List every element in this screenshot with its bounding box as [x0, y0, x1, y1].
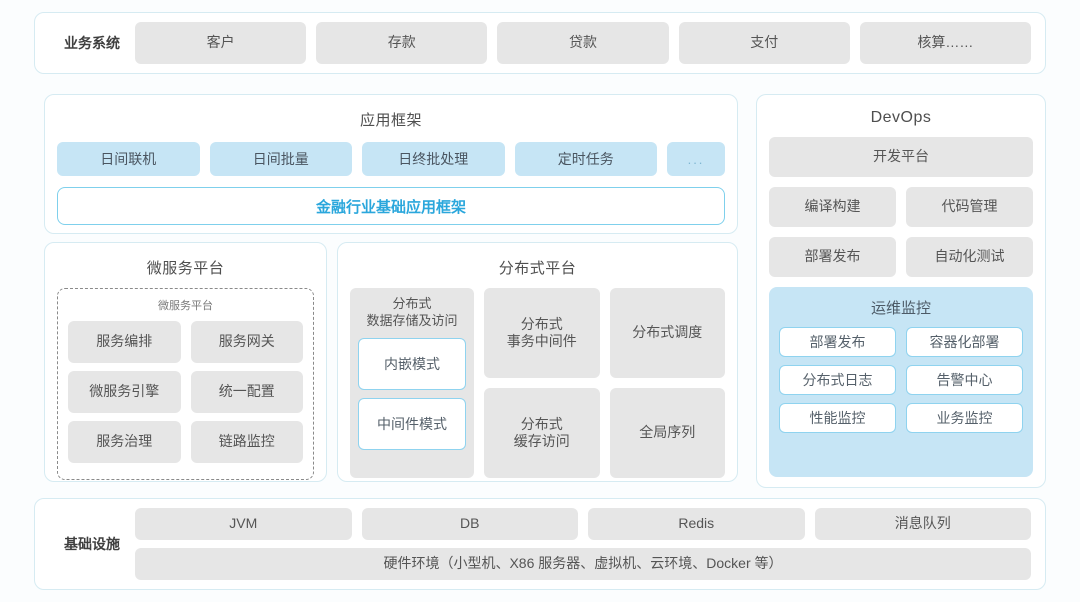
- dist-mode-embedded[interactable]: 内嵌模式: [358, 337, 466, 390]
- application-framework-panel: 应用框架 日间联机 日间批量 日终批处理 定时任务 ... 金融行业基础应用框架: [44, 94, 738, 234]
- ops-chip-distributed-logging[interactable]: 分布式日志: [779, 365, 896, 395]
- application-framework-title: 应用框架: [359, 112, 422, 129]
- dist-chip-cache-access-line2: 缓存访问: [513, 433, 570, 449]
- dist-chip-transaction-middleware-line1: 分布式: [520, 315, 563, 332]
- micro-chip-service-gateway[interactable]: 服务网关: [190, 321, 303, 363]
- appframe-chip-more[interactable]: ...: [667, 142, 725, 176]
- ops-monitoring-chip-grid: 部署发布 容器化部署 分布式日志 告警中心 性能监控 业务监控: [779, 327, 1023, 433]
- infra-chip-db[interactable]: DB: [361, 508, 578, 540]
- business-systems-chip-list: 客户 存款 贷款 支付 核算……: [135, 22, 1032, 64]
- infra-chip-message-queue[interactable]: 消息队列: [814, 508, 1031, 540]
- devops-chip-dev-platform[interactable]: 开发平台: [769, 137, 1033, 177]
- ops-chip-performance-monitoring[interactable]: 性能监控: [779, 403, 896, 433]
- dist-chip-cache-access-line1: 分布式: [520, 415, 563, 432]
- devops-title: DevOps: [870, 109, 932, 126]
- distributed-data-storage-title: 分布式 数据存储及访问: [358, 296, 466, 330]
- appframe-chip-daytime-online[interactable]: 日间联机: [57, 142, 200, 176]
- microservice-platform-title: 微服务平台: [146, 260, 225, 277]
- infrastructure-content: JVM DB Redis 消息队列 硬件环境（小型机、X86 服务器、虚拟机、云…: [135, 508, 1031, 580]
- ops-chip-alert-center[interactable]: 告警中心: [906, 365, 1023, 395]
- distributed-data-storage-card[interactable]: 分布式 数据存储及访问 内嵌模式 中间件模式: [350, 288, 474, 478]
- devops-panel: DevOps 开发平台 编译构建 代码管理 部署发布 自动化测试 运维监控 部署…: [756, 94, 1046, 488]
- distributed-platform-title: 分布式平台: [498, 260, 577, 277]
- distributed-platform-body: 分布式 数据存储及访问 内嵌模式 中间件模式 分布式 事务中间件 分布式调度: [350, 288, 725, 478]
- ops-monitoring-title: 运维监控: [870, 300, 931, 317]
- appframe-chip-eod-batch[interactable]: 日终批处理: [362, 142, 505, 176]
- finance-base-framework-bar[interactable]: 金融行业基础应用框架: [57, 187, 725, 225]
- ops-chip-deploy-release[interactable]: 部署发布: [779, 327, 896, 357]
- business-systems-label: 业务系统: [64, 35, 120, 51]
- dist-chip-global-sequence[interactable]: 全局序列: [609, 388, 725, 478]
- infra-chip-hardware-environment[interactable]: 硬件环境（小型机、X86 服务器、虚拟机、云环境、Docker 等）: [135, 548, 1031, 580]
- business-chip-accounting[interactable]: 核算……: [859, 22, 1032, 64]
- business-chip-loan[interactable]: 贷款: [497, 22, 669, 64]
- infrastructure-chip-list: JVM DB Redis 消息队列: [135, 508, 1031, 540]
- infrastructure-label: 基础设施: [64, 536, 120, 552]
- micro-chip-microservice-engine[interactable]: 微服务引擎: [68, 371, 181, 413]
- devops-chip-code-management[interactable]: 代码管理: [906, 187, 1033, 227]
- ops-chip-business-monitoring[interactable]: 业务监控: [906, 403, 1023, 433]
- business-chip-deposit[interactable]: 存款: [316, 22, 488, 64]
- business-chip-payment[interactable]: 支付: [678, 22, 850, 64]
- devops-chip-grid: 编译构建 代码管理 部署发布 自动化测试: [769, 187, 1033, 277]
- infra-chip-jvm[interactable]: JVM: [135, 508, 352, 540]
- dist-chip-transaction-middleware-line2: 事务中间件: [506, 333, 577, 349]
- dist-chip-scheduling[interactable]: 分布式调度: [609, 288, 725, 378]
- dist-chip-transaction-middleware[interactable]: 分布式 事务中间件: [484, 288, 600, 378]
- ops-monitoring-panel: 运维监控 部署发布 容器化部署 分布式日志 告警中心 性能监控 业务监控: [769, 287, 1033, 477]
- business-chip-customer[interactable]: 客户: [135, 22, 307, 64]
- business-systems-panel: 业务系统 客户 存款 贷款 支付 核算……: [34, 12, 1046, 74]
- micro-chip-service-governance[interactable]: 服务治理: [68, 421, 181, 463]
- micro-chip-service-orchestration[interactable]: 服务编排: [68, 321, 181, 363]
- micro-chip-unified-config[interactable]: 统一配置: [190, 371, 303, 413]
- microservice-dashed-group: 微服务平台 服务编排 服务网关 微服务引擎 统一配置 服务治理 链路监控: [57, 288, 314, 480]
- micro-chip-trace-monitoring[interactable]: 链路监控: [190, 421, 303, 463]
- application-framework-chip-list: 日间联机 日间批量 日终批处理 定时任务 ...: [57, 142, 725, 176]
- appframe-chip-daytime-batch[interactable]: 日间批量: [209, 142, 352, 176]
- distributed-platform-panel: 分布式平台 分布式 数据存储及访问 内嵌模式 中间件模式 分布式 事务中间件: [337, 242, 738, 482]
- dist-mode-middleware[interactable]: 中间件模式: [358, 397, 466, 450]
- microservice-platform-panel: 微服务平台 微服务平台 服务编排 服务网关 微服务引擎 统一配置 服务治理 链路…: [44, 242, 327, 482]
- infra-chip-redis[interactable]: Redis: [588, 508, 805, 540]
- distributed-data-storage-title-line2: 数据存储及访问: [366, 312, 458, 328]
- dist-chip-cache-access[interactable]: 分布式 缓存访问: [484, 388, 600, 478]
- devops-chip-compile-build[interactable]: 编译构建: [769, 187, 896, 227]
- ops-chip-containerized-deploy[interactable]: 容器化部署: [906, 327, 1023, 357]
- devops-chip-deploy-release[interactable]: 部署发布: [769, 237, 896, 277]
- distributed-data-storage-title-line1: 分布式: [392, 296, 432, 311]
- appframe-chip-scheduled-task[interactable]: 定时任务: [514, 142, 657, 176]
- infrastructure-panel: 基础设施 JVM DB Redis 消息队列 硬件环境（小型机、X86 服务器、…: [34, 498, 1046, 590]
- microservice-chip-grid: 服务编排 服务网关 微服务引擎 统一配置 服务治理 链路监控: [68, 321, 303, 463]
- microservice-inner-title: 微服务平台: [158, 300, 213, 312]
- platform-region: 应用框架 日间联机 日间批量 日终批处理 定时任务 ... 金融行业基础应用框架…: [34, 88, 748, 488]
- devops-platform-row: 开发平台: [769, 137, 1033, 177]
- devops-chip-automated-testing[interactable]: 自动化测试: [906, 237, 1033, 277]
- distributed-platform-chip-grid: 分布式 事务中间件 分布式调度 分布式 缓存访问 全局序列: [484, 288, 725, 478]
